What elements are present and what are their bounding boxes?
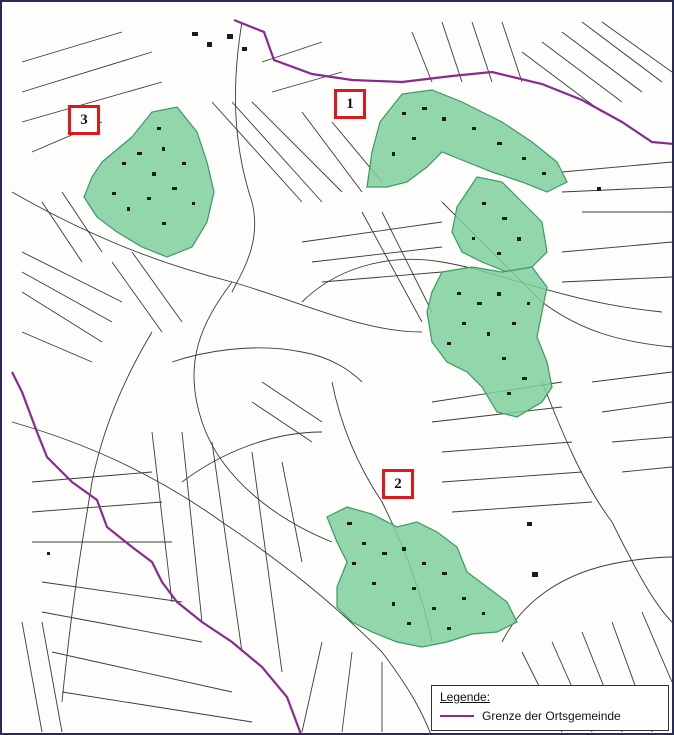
- road: [501, 556, 672, 643]
- road: [11, 421, 431, 733]
- road: [181, 431, 323, 483]
- settlement-area-1: [366, 89, 568, 193]
- area-marker-3: 3: [68, 105, 100, 135]
- legend-swatch-boundary: [440, 715, 474, 717]
- settlement-area-2: [326, 506, 518, 648]
- settlement-areas: [83, 89, 568, 648]
- area-marker-2: 2: [382, 469, 414, 499]
- parcel-lines: [11, 21, 672, 733]
- road: [11, 191, 423, 333]
- legend-title: Legende:: [440, 690, 491, 704]
- road: [301, 258, 663, 313]
- road: [541, 381, 672, 623]
- settlement-area-1b: [451, 176, 548, 273]
- road: [231, 21, 256, 293]
- legend-entry: Grenze der Ortsgemeinde: [440, 709, 660, 723]
- area-marker-1: 1: [334, 89, 366, 119]
- road: [171, 347, 363, 383]
- road: [61, 331, 153, 703]
- legend-label: Grenze der Ortsgemeinde: [482, 709, 621, 723]
- settlement-area-3: [83, 106, 215, 258]
- settlement-area-1c: [426, 266, 553, 418]
- municipal-boundary: [11, 18, 672, 733]
- buildings: [47, 32, 601, 630]
- legend: Legende: Grenze der Ortsgemeinde: [431, 685, 669, 731]
- road: [193, 281, 333, 543]
